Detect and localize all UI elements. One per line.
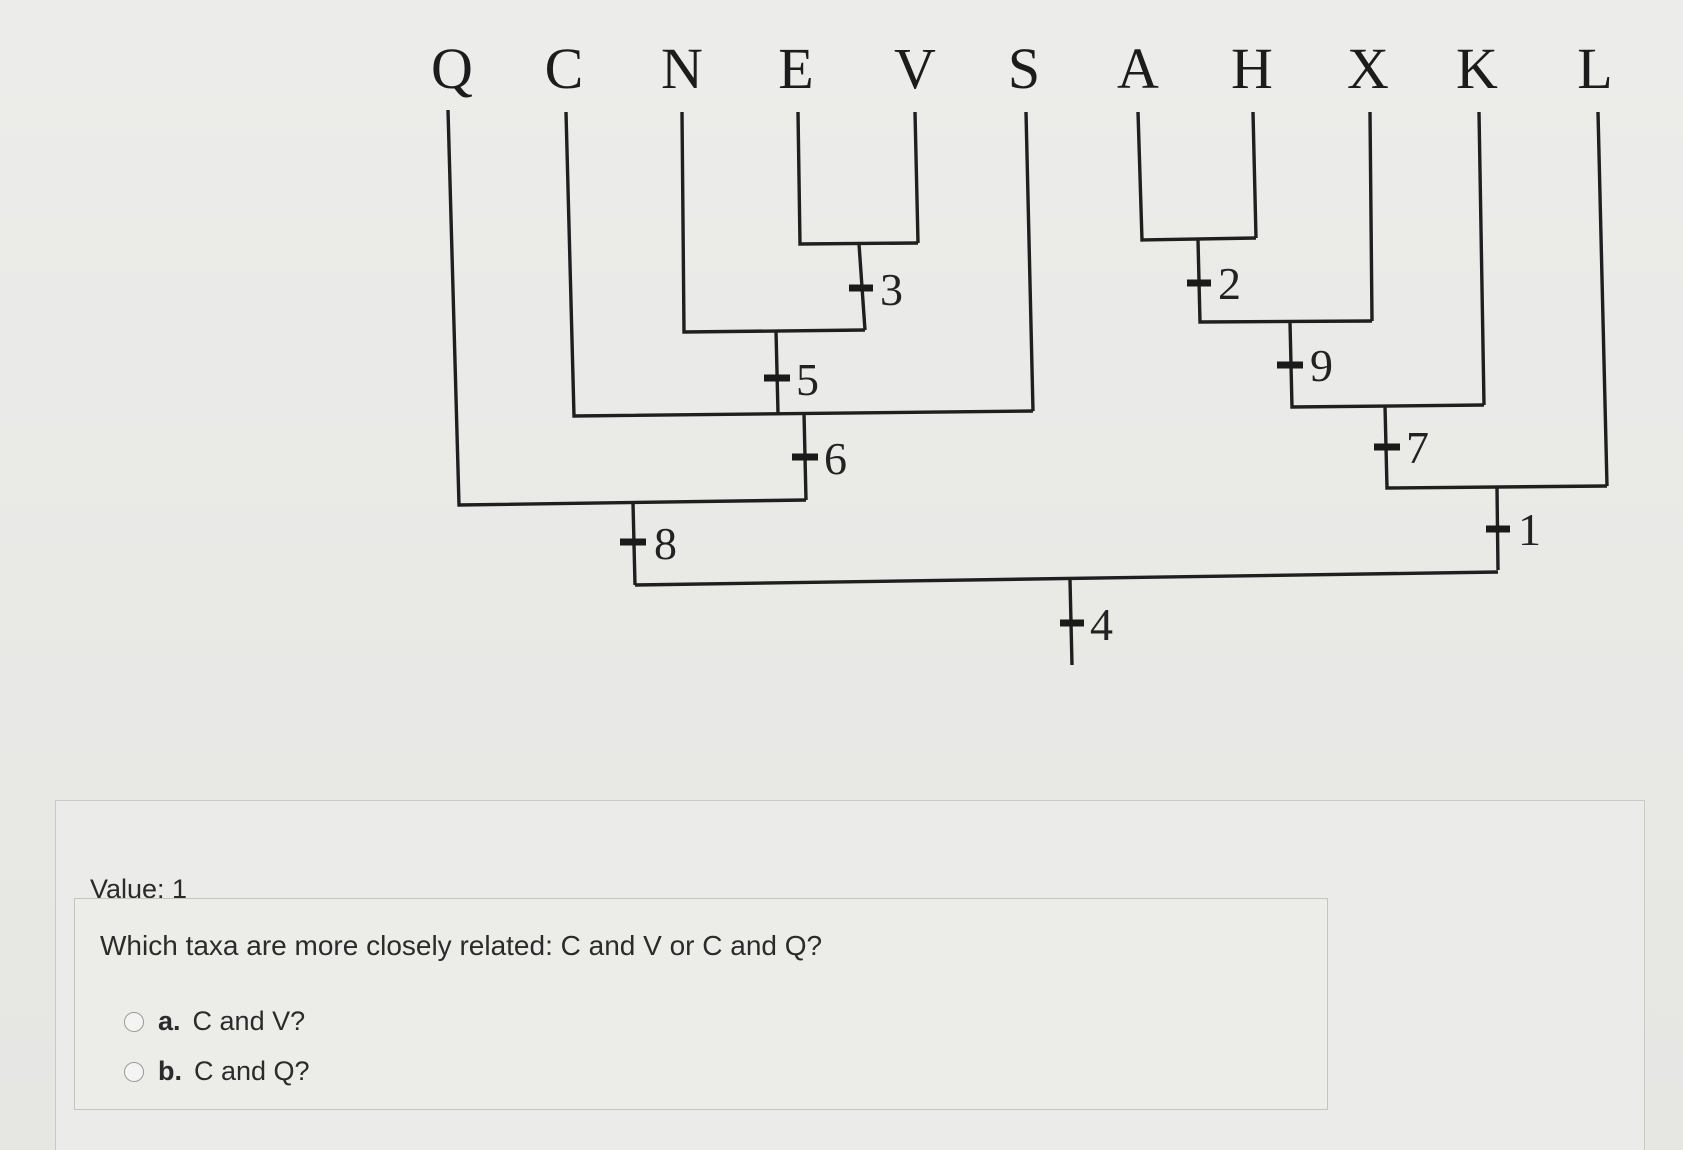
character-label-9: 9 <box>1310 340 1333 391</box>
branch-ah-stem <box>1196 239 1373 324</box>
taxon-label-h: H <box>1231 36 1273 101</box>
branch-e <box>796 111 919 246</box>
option-b-radio[interactable] <box>124 1061 144 1082</box>
taxon-label-k: K <box>1456 36 1498 101</box>
option-a-letter: a. <box>158 1006 181 1036</box>
branch-s <box>1024 111 1035 412</box>
character-label-4: 4 <box>1090 599 1113 650</box>
taxon-label-n: N <box>661 36 703 101</box>
character-label-7: 7 <box>1406 422 1429 473</box>
branch-k <box>1477 111 1486 406</box>
taxon-label-v: V <box>894 36 936 101</box>
branch-c <box>564 111 1034 418</box>
option-b-letter: b. <box>158 1056 182 1086</box>
branch-q <box>446 109 807 507</box>
branch-ahxk-stem <box>1383 405 1608 490</box>
character-label-1: 1 <box>1518 504 1541 555</box>
character-label-2: 2 <box>1218 258 1241 309</box>
character-label-5: 5 <box>796 354 819 405</box>
character-label-6: 6 <box>824 433 847 484</box>
branch-h <box>1251 111 1258 239</box>
branch-l <box>1596 111 1609 487</box>
option-b[interactable]: b. C and Q? <box>124 1056 310 1087</box>
branch-ahx-stem <box>1288 321 1485 409</box>
taxon-label-s: S <box>1008 36 1040 101</box>
taxon-label-l: L <box>1577 36 1612 101</box>
character-label-3: 3 <box>880 264 903 315</box>
taxon-label-q: Q <box>431 36 473 101</box>
branch-a <box>1136 111 1257 242</box>
branch-x <box>1368 111 1374 322</box>
taxon-label-x: X <box>1347 36 1389 101</box>
taxon-label-c: C <box>545 36 584 101</box>
question-box <box>74 898 1328 1110</box>
branch-root-bar <box>634 570 1499 587</box>
option-a-radio[interactable] <box>124 1011 144 1032</box>
branch-n <box>680 111 866 334</box>
option-a-label: C and V? <box>192 1006 306 1036</box>
taxon-label-a: A <box>1117 36 1159 101</box>
question-text: Which taxa are more closely related: C a… <box>100 930 823 961</box>
option-a[interactable]: a. C and V? <box>124 1006 305 1037</box>
cladogram: Q C N E V S A H X K L <box>431 36 1613 666</box>
branch-nev-stem <box>774 330 780 414</box>
character-label-8: 8 <box>654 518 677 569</box>
option-b-label: C and Q? <box>194 1056 310 1086</box>
branch-v <box>913 111 920 244</box>
taxon-label-e: E <box>778 36 813 101</box>
